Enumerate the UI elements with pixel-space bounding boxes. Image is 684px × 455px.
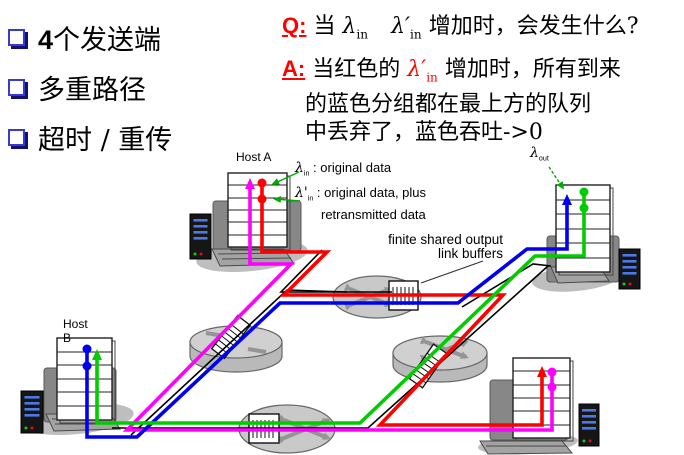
lambda-in-symbol: λin — [342, 14, 369, 42]
answer-line-1: A: 当红色的 λ′in 增加时，所有到来 — [282, 56, 621, 85]
buffers-label-pointer — [420, 260, 484, 284]
lambda-out-label: λout — [530, 145, 549, 163]
q-label: Q: — [282, 13, 307, 38]
flow-blue — [85, 194, 572, 439]
square-bullet-icon — [8, 129, 25, 146]
answer-line-3: 中丢弃了，蓝色吞吐->0 — [305, 120, 543, 146]
lambda-in-prime-label: λ'in : original data, plus retransmitted… — [295, 185, 427, 222]
bullet-text: 超时 / 重传 — [38, 125, 173, 156]
list-item: 多重路径 — [8, 68, 172, 107]
buffers-label: finite shared output link buffers — [388, 232, 503, 261]
packet-dots — [82, 178, 589, 392]
lambda-in-prime-pointer-arrow — [273, 195, 301, 203]
bullet-list: 4个发送端 多重路径 超时 / 重传 — [8, 18, 172, 168]
queue-box-host-a — [227, 172, 291, 251]
tower-pc-icon — [618, 248, 641, 290]
lambda-in-pointer-arrow — [271, 171, 300, 185]
tower-pc-icon — [189, 213, 212, 260]
host-a-label: Host A — [236, 150, 272, 164]
host-b-label: Host B — [63, 317, 88, 345]
flow-red — [260, 183, 547, 427]
tower-pc-icon — [578, 403, 600, 447]
bullet-text: 多重路径 — [38, 75, 146, 106]
square-bullet-icon — [8, 79, 25, 96]
a-label: A: — [282, 56, 306, 81]
lambda-in-prime-symbol: λ′in — [391, 14, 422, 42]
annotation-pointers — [271, 166, 565, 203]
tower-pc-icons — [20, 213, 641, 447]
tower-pc-icon — [20, 390, 44, 434]
list-item: 超时 / 重传 — [8, 118, 172, 157]
traffic-flows — [85, 178, 586, 439]
square-bullet-icon — [8, 29, 25, 46]
bullet-text: 4个发送端 — [38, 25, 162, 56]
question-text: Q: 当 λin λ′in 增加时，会发生什么? — [282, 13, 639, 42]
lambda-out-pointer-arrow — [548, 166, 565, 190]
link-lines — [112, 249, 552, 436]
list-item: 4个发送端 — [8, 18, 172, 57]
lambda-in-prime-symbol: λ′in — [407, 57, 438, 85]
answer-line-2: 的蓝色分组都在最上方的队列 — [305, 92, 592, 118]
flow-magenta — [122, 178, 554, 432]
answer-text: A: 当红色的 λ′in 增加时，所有到来 的蓝色分组都在最上方的队列 中丢弃了… — [282, 55, 621, 147]
flow-green — [92, 192, 586, 425]
lambda-in-label: λin : original data — [295, 160, 392, 178]
